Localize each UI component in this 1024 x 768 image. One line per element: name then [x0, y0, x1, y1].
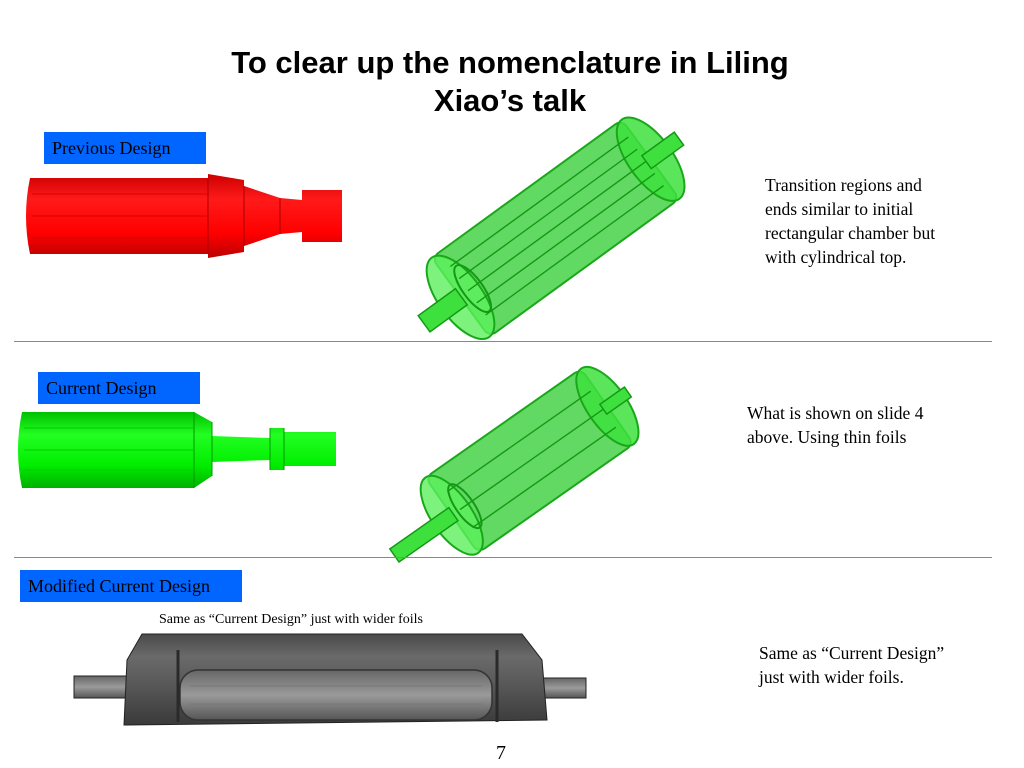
description-line: above. Using thin foils — [747, 427, 907, 447]
page-number: 7 — [496, 742, 506, 764]
current-design-label: Current Design — [38, 372, 200, 404]
modified-design-caption: Same as “Current Design” just with wider… — [159, 612, 424, 627]
description-line: just with wider foils. — [759, 667, 904, 687]
current-design-3d-render — [388, 365, 640, 564]
description-line: What is shown on slide 4 — [747, 403, 924, 423]
description-line: rectangular chamber but — [765, 223, 936, 243]
current-design-profile-model — [18, 412, 336, 488]
description-line: with cylindrical top. — [765, 247, 907, 267]
section-divider — [14, 557, 992, 558]
description-line: ends similar to initial — [765, 199, 914, 219]
previous-design-description: Transition regions and ends similar to i… — [765, 173, 935, 269]
description-line: Transition regions and — [765, 175, 922, 195]
modified-current-design-label: Modified Current Design — [20, 570, 242, 602]
modified-design-description: Same as “Current Design” just with wider… — [759, 641, 944, 689]
slide-title-line-2: Xiao’s talk — [433, 83, 587, 118]
current-design-description: What is shown on slide 4 above. Using th… — [747, 401, 923, 449]
previous-design-profile-model — [26, 174, 342, 258]
slide-title: To clear up the nomenclature in Liling X… — [130, 44, 890, 120]
slide-title-line-1: To clear up the nomenclature in Liling — [231, 45, 789, 80]
previous-design-label: Previous Design — [44, 132, 206, 164]
modified-current-design-3d-model — [73, 633, 587, 726]
previous-design-3d-render — [417, 116, 686, 341]
description-line: Same as “Current Design” — [759, 643, 945, 663]
section-divider — [14, 341, 992, 342]
